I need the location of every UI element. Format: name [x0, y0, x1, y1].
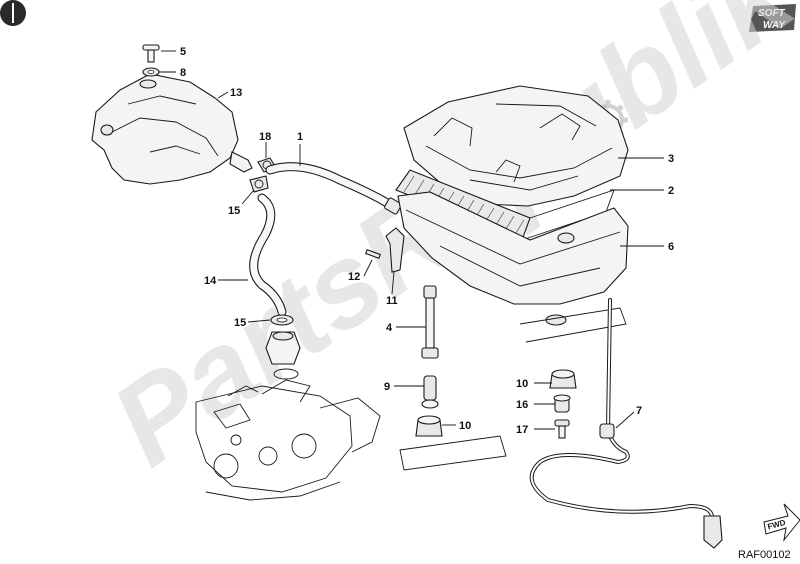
- grommet-10-right: [549, 369, 577, 389]
- callout-3: 3: [668, 153, 674, 165]
- bush-16: [553, 394, 571, 413]
- callout-12: 12: [348, 271, 360, 283]
- clamp-15-lower: [270, 314, 294, 326]
- callout-14: 14: [204, 275, 217, 287]
- callout-13: 13: [230, 87, 242, 99]
- softway-logo: SOFT WAY: [749, 4, 796, 32]
- callout-15-upper: 15: [228, 205, 240, 217]
- callout-10-left: 10: [459, 420, 471, 432]
- callout-5: 5: [180, 46, 186, 58]
- stud-4: [421, 285, 439, 359]
- callout-2: 2: [668, 185, 674, 197]
- breather-fitting: [265, 331, 301, 380]
- fwd-arrow-icon: FWD: [763, 503, 800, 542]
- airbox-cover-3: [403, 85, 629, 207]
- tank-cover-13: [91, 73, 253, 185]
- callout-4: 4: [386, 322, 393, 334]
- callout-18: 18: [259, 131, 271, 143]
- engine-block: [195, 379, 381, 501]
- svg-text:WAY: WAY: [763, 20, 786, 31]
- spacer-9: [421, 375, 439, 409]
- airbox-body-6: [397, 191, 629, 326]
- callout-11: 11: [386, 295, 398, 307]
- corner-mark-icon: [0, 0, 26, 26]
- callout-10-right: 10: [516, 378, 528, 390]
- drain-tube-7: [529, 298, 723, 549]
- leader-lines: [159, 50, 664, 430]
- svg-text:SOFT: SOFT: [758, 8, 786, 19]
- callout-9: 9: [384, 381, 390, 393]
- screw-17: [554, 419, 570, 439]
- grommet-10-left: [415, 415, 443, 437]
- hose-14: [249, 193, 287, 317]
- callout-15-lower: 15: [234, 317, 246, 329]
- callout-17: 17: [516, 424, 528, 436]
- callout-1: 1: [297, 131, 303, 143]
- callout-8: 8: [180, 67, 186, 79]
- hose-1: [265, 162, 402, 215]
- clamp-15-upper: [249, 175, 269, 193]
- bracket-11: [385, 227, 405, 273]
- callout-16: 16: [516, 399, 528, 411]
- washer-8: [142, 67, 160, 77]
- frame-rails: [399, 307, 627, 471]
- callout-6: 6: [668, 241, 674, 253]
- callout-labels: 5 8 13 18 1 15 14 15 12 11 4 9 10 10 16 …: [180, 46, 674, 436]
- callout-7: 7: [636, 405, 642, 417]
- pin-12: [365, 249, 381, 259]
- reference-code: RAF00102: [738, 549, 791, 561]
- screw-5: [142, 44, 160, 63]
